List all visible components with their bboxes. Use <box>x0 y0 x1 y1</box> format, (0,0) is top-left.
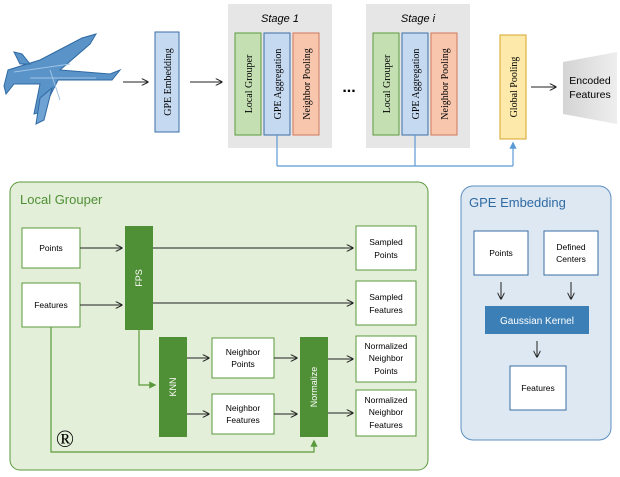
gpe-embedding-block-label: GPE Embedding <box>163 48 174 116</box>
gpe-embedding-title: GPE Embedding <box>469 195 566 210</box>
gpe-embedding-block <box>154 31 180 133</box>
lg-points-label: Points <box>39 243 63 253</box>
stage-1-title: Stage 1 <box>261 13 299 25</box>
neighbor-points-line1: Neighbor <box>226 347 261 357</box>
normalized-neighbor-points-box <box>355 335 417 383</box>
gpe-defined-centers-line2: Centers <box>556 254 586 264</box>
sampled-features-line1: Sampled <box>369 292 403 302</box>
sampled-features-box <box>355 280 417 326</box>
stage-1-neighbor-pooling-label: Neighbor Pooling <box>302 48 313 119</box>
lg-features-box <box>21 282 81 328</box>
gaussian-kernel-block <box>485 306 589 334</box>
stage-i-title: Stage i <box>401 13 436 25</box>
stage-i-gpe-aggregation <box>401 32 429 136</box>
neighbor-features-line2: Features <box>226 415 260 425</box>
airplane-pointcloud-image <box>3 33 122 125</box>
knn-label: KNN <box>168 377 178 396</box>
stage-i-neighbor-pooling <box>430 32 458 136</box>
neighbor-points-line2: Points <box>231 359 255 369</box>
gpe-points-label: Points <box>489 248 513 258</box>
neighbor-features-line1: Neighbor <box>226 403 261 413</box>
neighbor-points-box <box>211 337 275 379</box>
stage-1-local-grouper <box>234 32 262 136</box>
stage-1-gpe-aggregation <box>263 32 291 136</box>
nn-features-line3: Features <box>369 420 403 430</box>
nn-features-line1: Normalized <box>365 395 408 405</box>
knn-block <box>159 337 187 437</box>
fps-label: FPS <box>134 269 144 287</box>
sampled-points-line1: Sampled <box>369 237 403 247</box>
sampled-points-box <box>355 225 417 271</box>
gpe-features-label: Features <box>521 383 555 393</box>
stage-1-neighbor-pooling <box>292 32 320 136</box>
normalize-block <box>300 337 328 437</box>
gpe-defined-centers-box <box>543 230 599 276</box>
local-grouper-arrows <box>50 248 353 453</box>
registered-mark: ® <box>56 427 74 453</box>
nn-points-line2: Neighbor <box>369 353 404 363</box>
global-pooling-label: Global Pooling <box>509 57 520 118</box>
gpe-defined-centers-line1: Defined <box>556 242 586 252</box>
stage-1-local-grouper-label: Local Grouper <box>244 54 255 113</box>
gaussian-kernel-label: Gaussian Kernel <box>500 316 574 327</box>
encoded-features-output <box>563 52 617 124</box>
stage-i-local-grouper-label: Local Grouper <box>382 54 393 113</box>
stage-i-local-grouper <box>372 32 400 136</box>
nn-points-line1: Normalized <box>365 341 408 351</box>
neighbor-features-box <box>211 393 275 435</box>
lg-features-label: Features <box>34 300 68 310</box>
local-grouper-title: Local Grouper <box>20 192 103 207</box>
gpe-aggregation-connector <box>276 135 517 167</box>
normalize-label: Normalize <box>309 367 319 408</box>
sampled-points-line2: Points <box>374 250 398 260</box>
gpe-points-box <box>473 230 529 276</box>
nn-features-line2: Neighbor <box>369 407 404 417</box>
global-pooling-block <box>499 34 527 140</box>
sampled-features-line2: Features <box>369 305 403 315</box>
normalized-neighbor-features-box <box>355 389 417 437</box>
encoded-features-line2: Features <box>569 89 610 101</box>
stage-ellipsis: ... <box>342 79 355 96</box>
stage-i-gpe-aggregation-label: GPE Aggregation <box>411 49 422 120</box>
lg-points-box <box>21 227 81 269</box>
stage-1-gpe-aggregation-label: GPE Aggregation <box>273 49 284 120</box>
encoded-features-line1: Encoded <box>569 75 611 87</box>
stage-i-neighbor-pooling-label: Neighbor Pooling <box>440 48 451 119</box>
nn-points-line3: Points <box>374 366 398 376</box>
fps-block <box>125 226 153 330</box>
gpe-features-box <box>509 365 567 411</box>
